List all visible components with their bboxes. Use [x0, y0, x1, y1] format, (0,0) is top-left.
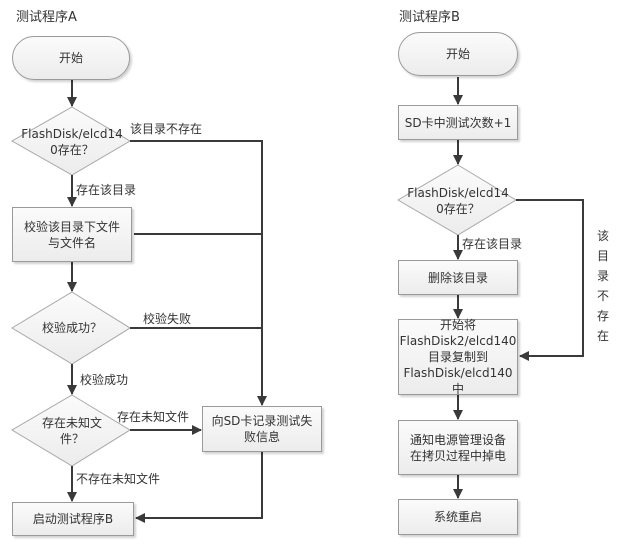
flow-a-log-fail: 向SD卡记录测试失 败信息	[202, 406, 322, 452]
flow-b-power-off: 通知电源管理设备 在拷贝过程中掉电	[398, 420, 518, 475]
edge-a-fail-to-launch	[135, 452, 263, 523]
flow-b-increment: SD卡中测试次数+1	[398, 105, 518, 140]
flow-a-title: 测试程序A	[16, 10, 77, 25]
flow-b-reboot: 系统重启	[398, 499, 518, 535]
flow-a-edge-dir-not-exist: 该目录不存在	[130, 122, 203, 136]
flow-b-copy: 开始将 FlashDisk2/elcd140 目录复制到 FlashDisk/e…	[398, 318, 518, 396]
flow-b-start-label: 开始	[445, 47, 470, 61]
flow-a-check-dir-label: FlashDisk/elcd14 0存在？	[21, 127, 123, 157]
flow-a-unknown-files-label: 存在未知文 件？	[41, 416, 102, 446]
flow-a-start: 开始	[12, 36, 130, 80]
flow-b-edge-dir-not-exist: 该 目 录 不 存 在	[596, 229, 609, 343]
flow-b-check-dir-label: FlashDisk/elcd14 0存在？	[407, 186, 509, 216]
edge-b-dir-not-exist	[516, 199, 584, 361]
edge-a-dir-not-exist	[130, 140, 267, 406]
flow-a-verify-files: 校验该目录下文件 与文件名	[12, 207, 132, 262]
flow-b-edge-dir-exists: 存在该目录	[462, 237, 523, 251]
flow-b-title: 测试程序B	[399, 10, 460, 25]
flow-a-edge-verify-fail: 校验失败	[143, 312, 192, 326]
flow-b-start: 开始	[398, 32, 518, 76]
flow-b-delete-dir: 删除该目录	[398, 260, 518, 295]
flow-a-launch-b: 启动测试程序B	[12, 502, 134, 536]
flow-a-verify-ok-label: 校验成功？	[41, 321, 102, 335]
flow-a-start-label: 开始	[58, 51, 83, 65]
flow-a-edge-no-unknown: 不存在未知文件	[76, 472, 161, 486]
flow-a-edge-dir-exists: 存在该目录	[76, 183, 137, 197]
flow-a-edge-verify-success: 校验成功	[80, 373, 129, 387]
flow-a-edge-has-unknown: 存在未知文件	[117, 410, 190, 424]
